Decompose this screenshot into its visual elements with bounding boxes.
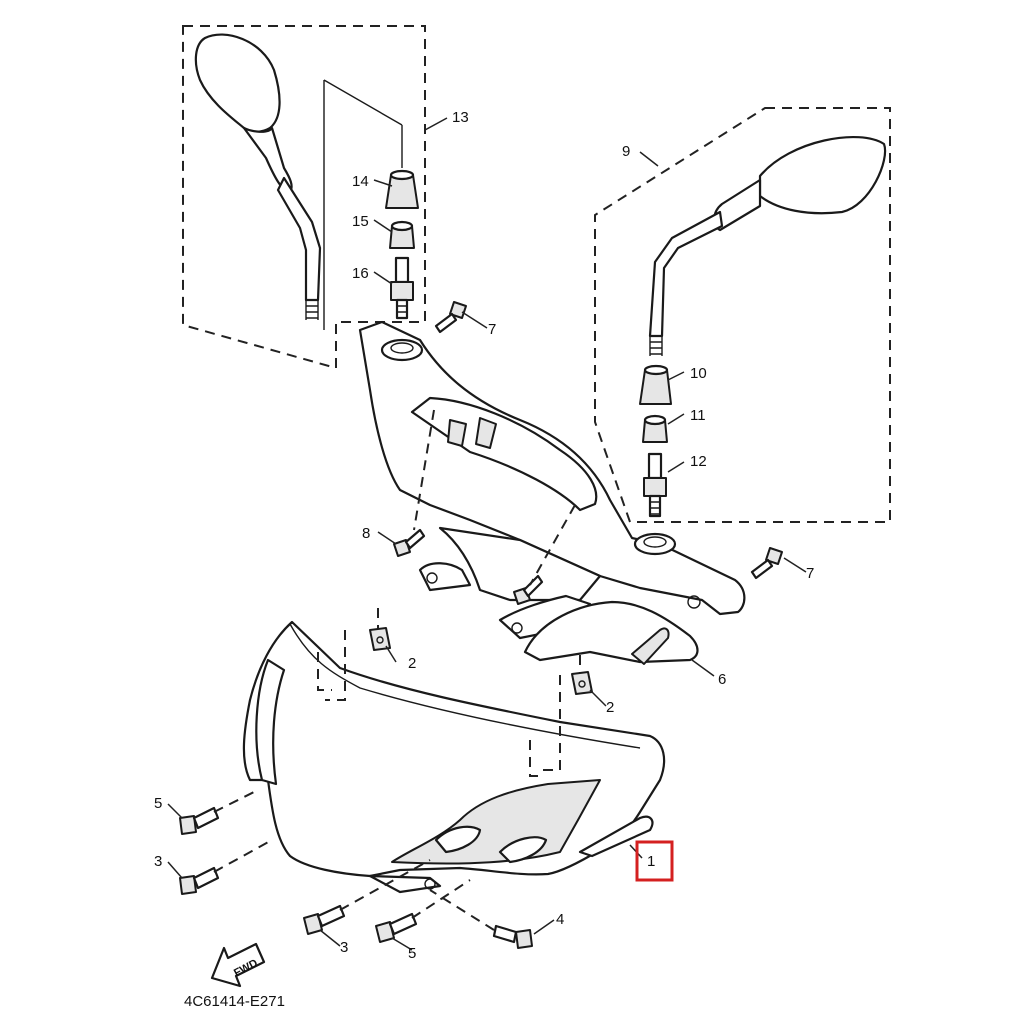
callout-1-highlight-box (635, 840, 674, 882)
assembly-line-screws-lower (213, 409, 576, 931)
fwd-arrow-icon: FWD (210, 942, 266, 988)
callout-2-right: 2 (606, 699, 614, 716)
callout-11: 11 (690, 407, 706, 424)
grommet-bracket-left (317, 608, 379, 701)
callout-1: 1 (647, 853, 655, 870)
front-cover-lower (242, 620, 666, 894)
callout-16: 16 (352, 265, 369, 282)
screw-5-left (179, 806, 220, 835)
callout-9: 9 (622, 143, 630, 160)
callout-3-left: 3 (154, 853, 162, 870)
callout-12: 12 (690, 453, 707, 470)
mirror-right-adapter-bolt (643, 452, 667, 518)
clip-nut-left (369, 627, 391, 651)
screw-4 (492, 924, 533, 949)
callout-15: 15 (352, 213, 369, 230)
drawing-code: 4C61414-E271 (184, 993, 285, 1010)
mirror-left-adapter-bolt (390, 256, 414, 320)
callout-5-left: 5 (154, 795, 162, 812)
handlebar-panel (523, 600, 699, 665)
callout-8: 8 (362, 525, 370, 542)
mirror-left-nut (389, 220, 415, 249)
handlebar-cover-upper (358, 320, 746, 640)
screw-7-upper (434, 301, 467, 334)
mirror-right-nut-cap (639, 364, 672, 405)
clip-nut-right (571, 671, 593, 695)
leader-lines (167, 117, 807, 951)
callout-5-bottom: 5 (408, 945, 416, 962)
screw-7-lower (750, 547, 783, 580)
callout-7-upper: 7 (488, 321, 496, 338)
grommet-bracket-right (529, 655, 581, 777)
cover-socket (447, 417, 497, 449)
mirror-left-group-boundary (182, 25, 426, 370)
callout-3-bottom: 3 (340, 939, 348, 956)
callout-4: 4 (556, 911, 564, 928)
mirror-right-group-boundary (594, 107, 891, 523)
callout-10: 10 (690, 365, 707, 382)
mirror-left-axis-line (323, 79, 403, 330)
callout-7-lower: 7 (806, 565, 814, 582)
callout-14: 14 (352, 173, 369, 190)
mirror-left (194, 33, 322, 320)
screw-3-bottom (303, 904, 346, 935)
mirror-right (648, 135, 887, 356)
mirror-right-nut (642, 414, 668, 443)
callout-6: 6 (718, 671, 726, 688)
mirror-left-nut-cap (385, 169, 419, 209)
callout-2-left: 2 (408, 655, 416, 672)
screw-3-left (179, 866, 220, 895)
callout-13: 13 (452, 109, 469, 126)
screw-8 (393, 528, 426, 557)
screw-5-bottom (375, 912, 418, 943)
